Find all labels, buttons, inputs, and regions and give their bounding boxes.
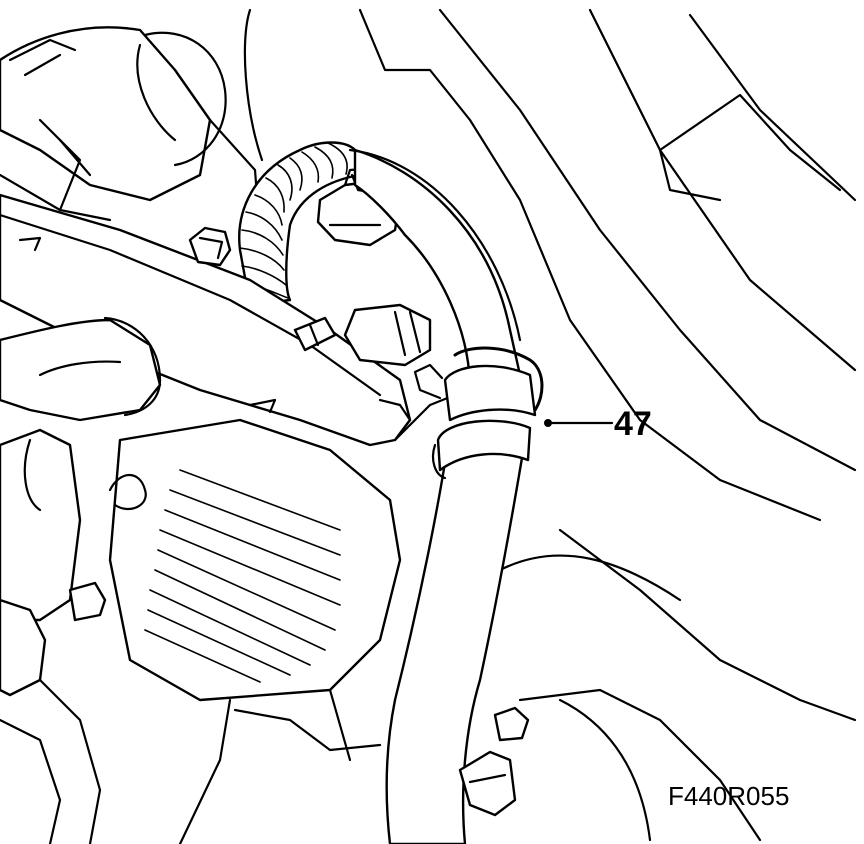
upper-housing [0,26,262,237]
hose-clamp [413,346,544,480]
cable-tie [293,303,432,367]
left-component [0,428,107,844]
bolt [188,226,232,267]
callout-number: 47 [614,405,652,443]
main-hose [348,148,527,844]
coolant-pipe [0,316,162,422]
lower-connector [458,706,530,817]
body-panel [243,8,857,842]
engine-block [108,418,402,844]
callout-47: 47 [544,405,652,443]
figure-id: F440R055 [668,781,789,811]
